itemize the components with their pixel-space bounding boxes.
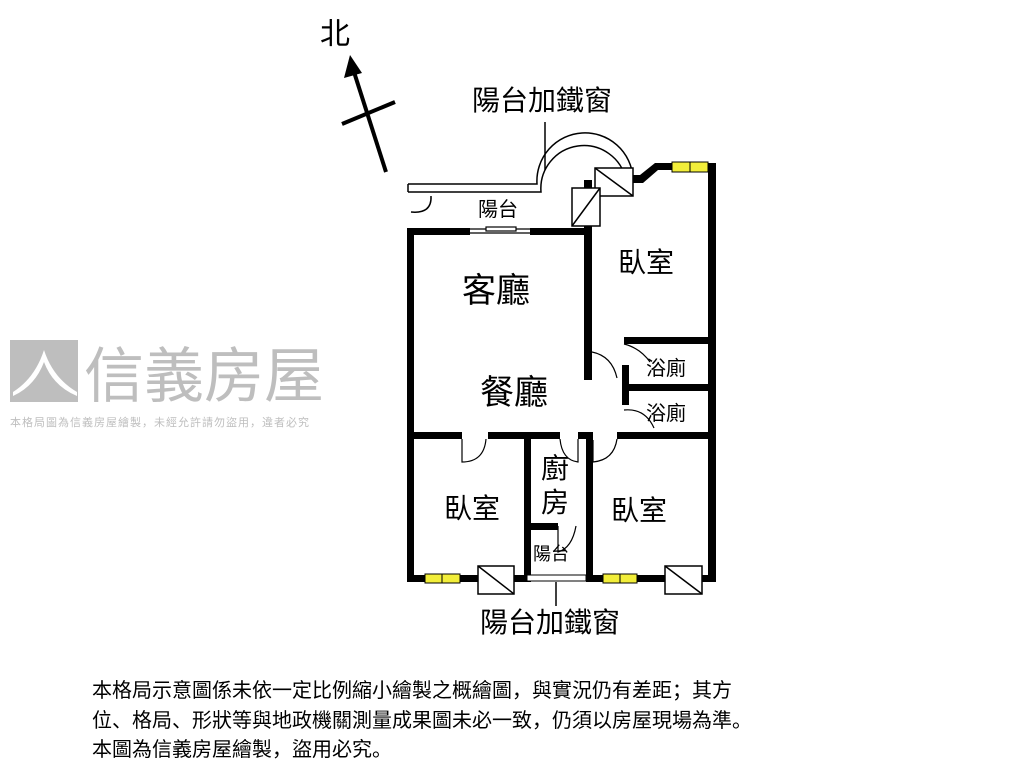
label-balcony-iron-window-bottom: 陽台加鐵窗	[480, 606, 620, 639]
top-balcony-outline	[407, 132, 634, 213]
label-bathroom-2: 浴廁	[646, 401, 686, 425]
sliding-door	[470, 226, 530, 234]
walls	[407, 163, 716, 582]
label-bathroom-1: 浴廁	[646, 356, 686, 380]
north-arrow-icon	[341, 55, 396, 173]
label-kitchen-1: 廚	[541, 452, 569, 485]
north-label: 北	[320, 17, 350, 52]
ac-units	[477, 167, 703, 595]
label-living-room: 客廳	[462, 271, 530, 311]
label-balcony-iron-window-top: 陽台加鐵窗	[472, 84, 612, 117]
label-kitchen-2: 房	[541, 486, 569, 519]
disclaimer-line: 位、格局、形狀等與地政機關測量成果圖未必一致，仍須以房屋現場為準。	[92, 707, 752, 732]
label-balcony-bottom: 陽台	[533, 544, 569, 565]
label-balcony-top: 陽台	[478, 197, 518, 221]
label-bedroom-left: 臥室	[444, 492, 500, 525]
watermark-notice: 本格局圖為信義房屋繪製，未經允許請勿盜用，違者必究	[10, 415, 310, 429]
watermark: 信義房屋 本格局圖為信義房屋繪製，未經允許請勿盜用，違者必究	[10, 340, 324, 429]
disclaimer-line: 本圖為信義房屋繪製，盜用必究。	[92, 737, 392, 761]
windows	[424, 161, 709, 584]
door-swings	[461, 343, 655, 553]
disclaimer-line: 本格局示意圖係未依一定比例縮小繪製之概繪圖，與實況仍有差距；其方	[92, 678, 732, 702]
watermark-brand: 信義房屋	[84, 342, 324, 412]
label-dining-room: 餐廳	[480, 373, 548, 413]
label-bedroom-top-right: 臥室	[618, 246, 674, 279]
disclaimer: 本格局示意圖係未依一定比例縮小繪製之概繪圖，與實況仍有差距；其方 位、格局、形狀…	[92, 676, 752, 765]
brand-logo-icon	[10, 340, 78, 402]
label-bedroom-right: 臥室	[611, 494, 667, 527]
